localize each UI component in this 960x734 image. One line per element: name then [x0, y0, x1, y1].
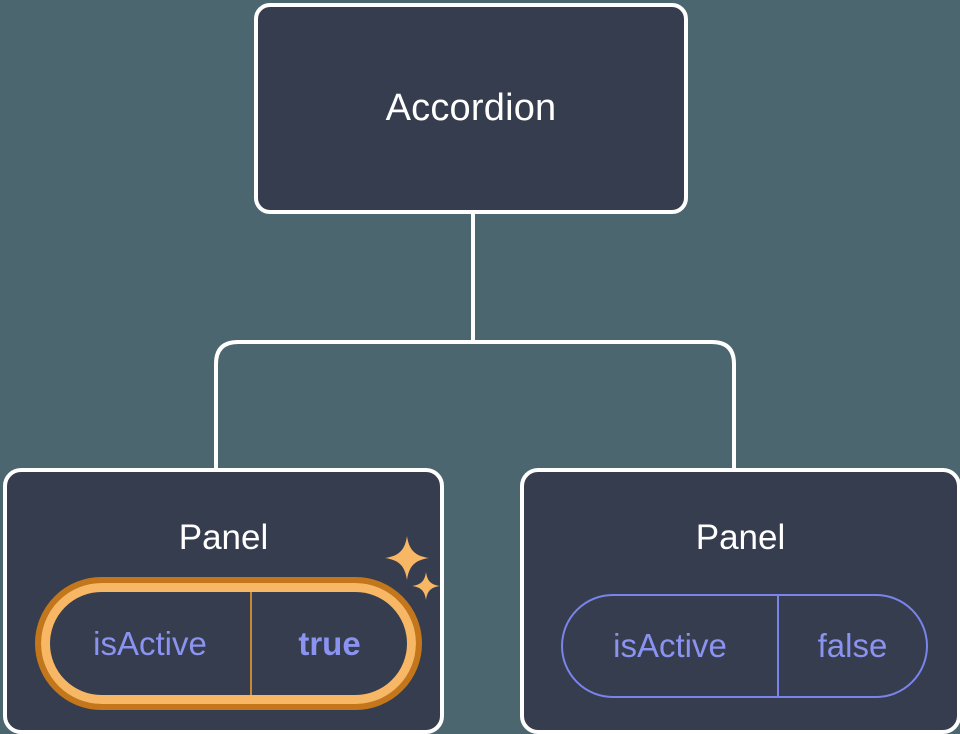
node-title: Accordion [385, 87, 557, 129]
node-title: Panel [695, 518, 786, 557]
prop-value: true [250, 592, 407, 695]
prop-name: isActive [613, 627, 727, 664]
prop-pill-inner: isActive true [41, 583, 416, 704]
connector-branch-bar [214, 340, 736, 470]
sparkle-small-icon [412, 572, 440, 600]
tree-node-panel-active[interactable]: Panel isActive true [3, 468, 444, 734]
prop-name: isActive [93, 624, 207, 662]
prop-pill-isactive-true[interactable]: isActive true [35, 577, 422, 710]
prop-pill-isactive-false[interactable]: isActive false [561, 594, 928, 698]
sparkle-large-icon [385, 536, 429, 580]
prop-value: false [777, 596, 926, 696]
tree-node-accordion[interactable]: Accordion [254, 3, 688, 214]
tree-node-panel-inactive[interactable]: Panel isActive false [520, 468, 960, 734]
node-title: Panel [178, 518, 269, 557]
